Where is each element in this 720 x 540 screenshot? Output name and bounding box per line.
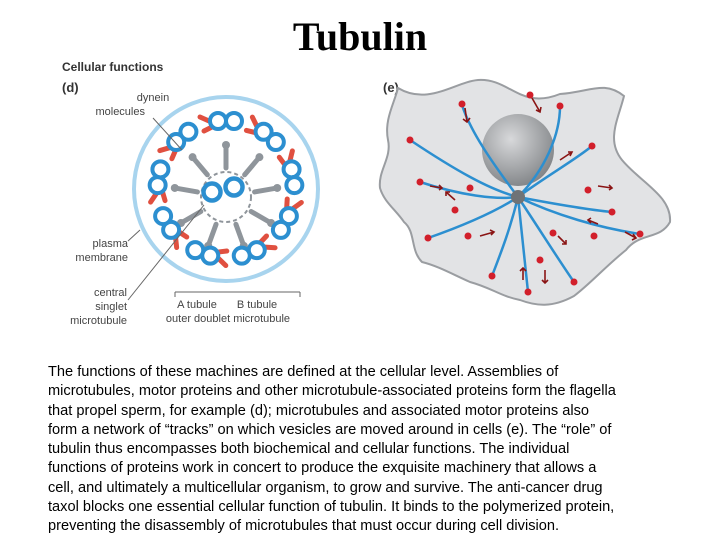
spoke-head bbox=[273, 183, 282, 192]
a-tubule bbox=[147, 175, 168, 196]
b-tubule bbox=[150, 159, 171, 180]
spoke-head bbox=[255, 153, 264, 162]
caption-paragraph: The functions of these machines are defi… bbox=[48, 364, 616, 535]
radial-spoke bbox=[174, 185, 200, 195]
nucleus bbox=[482, 114, 554, 186]
a-tubule bbox=[253, 121, 274, 142]
dynein-arm bbox=[287, 148, 295, 163]
b-tubule bbox=[224, 111, 244, 131]
dynein-label-line2: molecules bbox=[95, 106, 145, 118]
centrosome bbox=[511, 190, 525, 204]
plasma-label-line2: membrane bbox=[75, 252, 128, 264]
figure-heading: Cellular functions bbox=[62, 60, 164, 74]
central-label-line1: central bbox=[94, 287, 127, 299]
spoke-head bbox=[222, 141, 230, 149]
central-sheath bbox=[200, 171, 252, 223]
plasma-label-line1: plasma bbox=[93, 238, 129, 250]
radial-spoke bbox=[248, 209, 272, 225]
a-tubule bbox=[208, 111, 228, 131]
panel-e-label: (e) bbox=[383, 80, 399, 95]
radial-spoke bbox=[191, 156, 210, 178]
central-singlet-microtubule bbox=[223, 176, 245, 198]
a-tubule bbox=[166, 132, 187, 153]
b-tubule-label: B tubule bbox=[237, 299, 277, 311]
cell-with-microtubule-network bbox=[378, 78, 672, 306]
spoke-head bbox=[170, 183, 179, 192]
microtubule-tracks bbox=[408, 103, 642, 294]
b-tubule bbox=[284, 175, 305, 196]
dynein-arm bbox=[249, 114, 260, 129]
radial-spoke bbox=[206, 221, 219, 247]
b-tubule bbox=[178, 121, 199, 142]
panel-d-label: (d) bbox=[62, 80, 79, 95]
dynein-arm bbox=[290, 199, 304, 211]
b-tubule bbox=[265, 132, 286, 153]
b-tubule bbox=[231, 245, 252, 266]
b-tubule bbox=[270, 219, 291, 240]
spoke-head bbox=[188, 153, 197, 162]
transport-arrows bbox=[429, 97, 638, 285]
dynein-arm bbox=[262, 244, 278, 251]
radial-spoke bbox=[233, 221, 246, 247]
axoneme-cross-section bbox=[132, 95, 320, 283]
central-singlet-microtubule bbox=[201, 181, 223, 203]
outer-doublets bbox=[147, 111, 305, 269]
b-tubule bbox=[185, 240, 206, 261]
dynein-arm bbox=[197, 114, 212, 124]
radial-spokes bbox=[170, 141, 282, 250]
dynein-arm bbox=[148, 191, 159, 205]
radial-spoke bbox=[242, 156, 261, 178]
tubulin-figure: Cellular functions (d) (e) dynein molecu… bbox=[62, 60, 672, 327]
page-title: Tubulin bbox=[292, 14, 428, 59]
vesicles bbox=[406, 91, 644, 296]
radial-spoke bbox=[252, 185, 278, 195]
central-label-line3: microtubule bbox=[70, 315, 127, 327]
a-tubule-label: A tubule bbox=[177, 299, 217, 311]
dynein-arm bbox=[173, 235, 180, 251]
central-pair bbox=[201, 176, 245, 203]
dynein-arm bbox=[157, 145, 172, 154]
central-label-line2: singlet bbox=[95, 301, 127, 313]
a-tubule bbox=[281, 159, 302, 180]
outer-doublet-label: outer doublet microtubule bbox=[166, 313, 290, 325]
dynein-label-line1: dynein bbox=[137, 92, 169, 104]
dynein-arm bbox=[216, 256, 229, 269]
callout-lines bbox=[127, 117, 301, 301]
b-tubule bbox=[153, 206, 174, 227]
